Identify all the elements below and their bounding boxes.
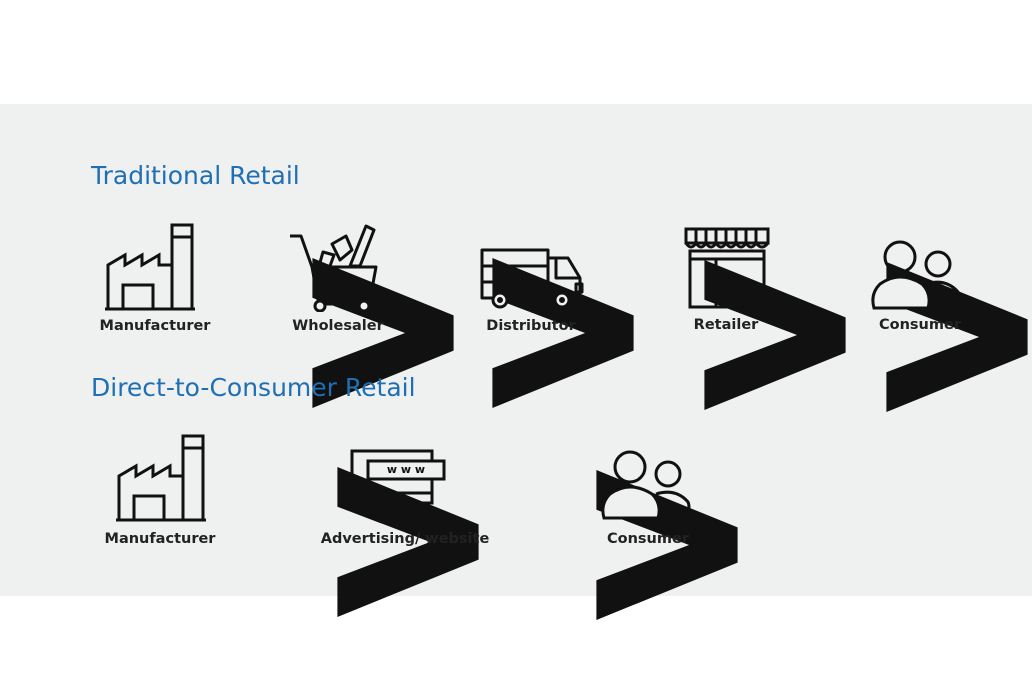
traditional-retail-title: Traditional Retail [91,161,300,190]
label-advertising-website: Advertising/ website [320,531,490,547]
people-icon [870,240,962,312]
label-manufacturer: Manufacturer [104,531,216,547]
factory-icon [105,223,195,311]
monitor-www-icon: w w w [350,449,446,521]
arrow-right-icon [807,262,839,296]
label-consumer: Consumer [879,317,961,333]
arrow-right-icon [413,258,445,292]
arrow-right-icon [233,258,265,292]
label-manufacturer: Manufacturer [99,318,211,334]
diagram-panel [0,104,1032,596]
storefront-icon [684,227,770,309]
shopping-cart-icon [290,222,380,312]
label-retailer: Retailer [693,317,759,333]
arrow-right-icon [517,470,549,504]
arrow-right-icon [258,467,290,501]
truck-icon [480,248,584,310]
factory-icon [115,434,207,522]
people-icon [600,450,692,522]
label-consumer: Consumer [607,531,689,547]
arrow-right-icon [625,260,657,294]
label-wholesaler: Wholesaler [292,318,384,334]
label-distributor: Distributor [486,318,576,334]
www-text: w w w [386,463,426,476]
direct-to-consumer-title: Direct-to-Consumer Retail [91,373,416,402]
